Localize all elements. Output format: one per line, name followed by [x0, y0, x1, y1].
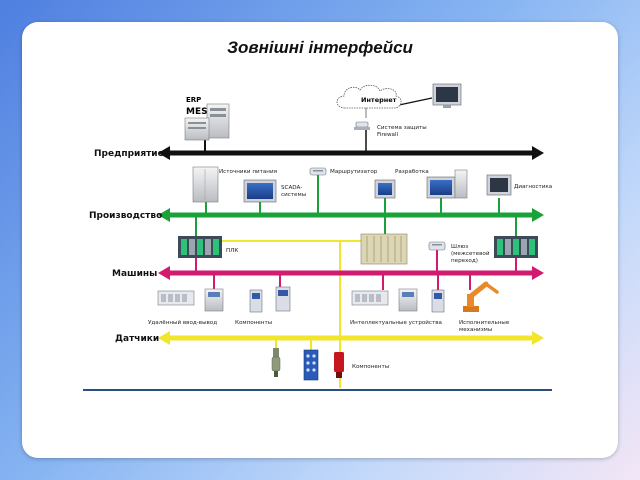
drive-icon-1 — [204, 288, 224, 312]
signal-tower-icon — [334, 352, 344, 378]
plc-icon-left — [178, 236, 222, 258]
bus-sensors — [158, 331, 544, 345]
drive-icon-2 — [249, 289, 263, 313]
remote-io-label: Удалённый ввод-вывод — [148, 319, 217, 326]
title-text: Зовнішні інтерфейси — [227, 38, 413, 57]
drive-icon-4 — [398, 288, 418, 312]
server-icon — [184, 103, 230, 141]
cloud-icon: Интернет — [336, 84, 402, 109]
scada-label-line1: SCADA- — [281, 185, 302, 191]
components-machines-label: Компоненты — [235, 320, 272, 326]
io-module-icon-right — [351, 290, 389, 306]
bus-label-production: Производство — [89, 211, 162, 221]
slide-title: Зовнішні інтерфейси — [0, 38, 640, 58]
router-icon — [309, 167, 327, 176]
computer-icon-internet — [432, 83, 462, 108]
drive-icon-5 — [431, 289, 445, 313]
scada-label-line2: системы — [281, 192, 306, 198]
computer-icon-scada — [243, 179, 277, 203]
gateway-label-line3: переход) — [451, 258, 478, 264]
development-label: Разработка — [395, 169, 429, 175]
computer-icon-workstation — [426, 169, 468, 199]
bus-enterprise — [158, 146, 544, 160]
mes-label: MES — [186, 107, 208, 117]
gateway-label-line2: (межсетевой — [451, 250, 490, 257]
gateway-label-line1: Шлюз — [451, 244, 468, 250]
io-module-icon-left — [157, 290, 195, 306]
components-sensors-label: Компоненты — [352, 364, 389, 370]
firewall-icon — [354, 121, 370, 130]
diagnostics-label: Диагностика — [514, 184, 552, 190]
io-block-sensor-icon — [303, 349, 319, 381]
computer-icon-diagnostics — [486, 174, 512, 196]
firewall-label-line1: Система защиты — [377, 125, 427, 131]
smart-devices-label: Интеллектуальные устройства — [350, 319, 442, 326]
actuators-label-line1: Исполнительные — [459, 320, 510, 326]
bus-production — [158, 208, 544, 222]
firewall-label-line2: Firewall — [377, 132, 399, 138]
plc-icon-right — [494, 236, 538, 258]
drive-icon-3 — [275, 286, 291, 312]
power-supplies-label: Источники питания — [219, 169, 277, 175]
bus-machines — [158, 266, 544, 280]
bus-label-enterprise: Предприятие — [94, 149, 164, 159]
sensor-icon — [271, 348, 281, 377]
actuators-label-line2: механизмы — [459, 327, 492, 333]
internet-label: Интернет — [361, 96, 397, 104]
erp-label: ERP — [186, 96, 201, 104]
connectors — [195, 97, 517, 388]
gateway-icon — [428, 241, 446, 251]
robot-arm-icon — [463, 281, 499, 312]
plc-label: ПЛК — [226, 248, 238, 254]
power-cabinet-icon — [192, 166, 219, 203]
plc-icon-center — [360, 233, 408, 265]
router-label: Маршрутизатор — [330, 169, 378, 175]
computer-icon-development — [374, 179, 396, 199]
bus-label-machines: Машины — [112, 269, 157, 279]
bus-label-sensors: Датчики — [115, 334, 159, 344]
